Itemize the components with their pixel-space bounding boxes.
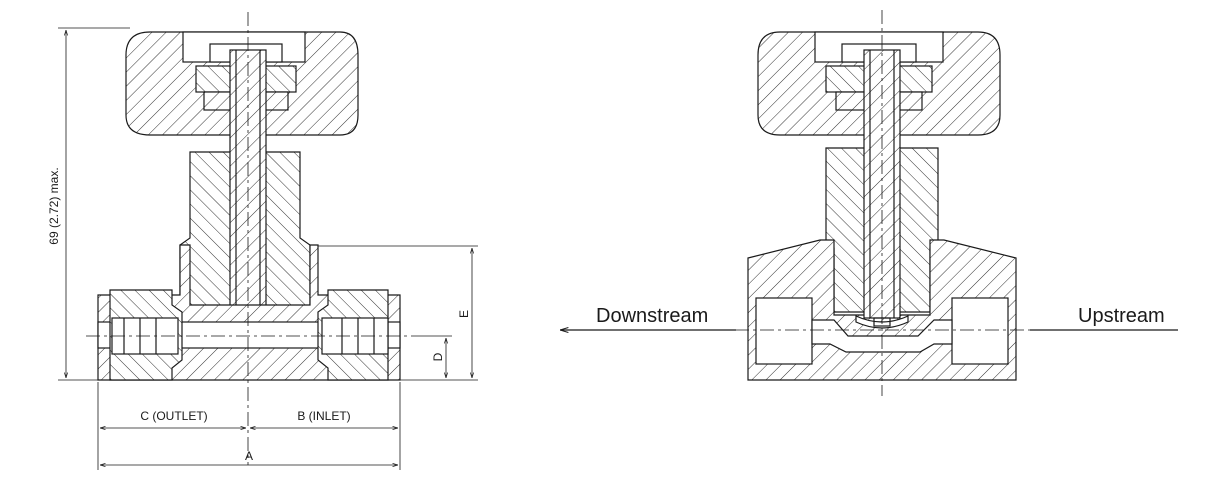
dimension-d: D — [412, 335, 452, 378]
right-body — [747, 239, 1017, 381]
dimension-c-label: C (OUTLET) — [140, 409, 207, 423]
downstream-label: Downstream — [596, 305, 708, 327]
right-valve-view: Downstream Upstream — [560, 10, 1178, 396]
dimension-b-label: B (INLET) — [297, 409, 350, 423]
left-inlet-fitting — [317, 289, 389, 381]
upstream-label: Upstream — [1078, 305, 1165, 327]
height-dimension: 69 (2.72) max. — [47, 27, 130, 381]
height-dimension-label: 69 (2.72) max. — [47, 167, 61, 244]
dimension-d-label: D — [431, 352, 445, 361]
left-valve-view: 69 (2.72) max. E D C (OUTLET) B (INLET) … — [47, 12, 478, 470]
left-outlet-fitting — [109, 289, 183, 381]
dimension-a-label: A — [245, 449, 253, 463]
right-inlet-port — [951, 297, 1009, 365]
width-dimensions: C (OUTLET) B (INLET) A — [97, 382, 401, 470]
dimension-e: E — [318, 245, 478, 381]
dimension-e-label: E — [457, 310, 471, 318]
right-outlet-port — [755, 297, 813, 365]
